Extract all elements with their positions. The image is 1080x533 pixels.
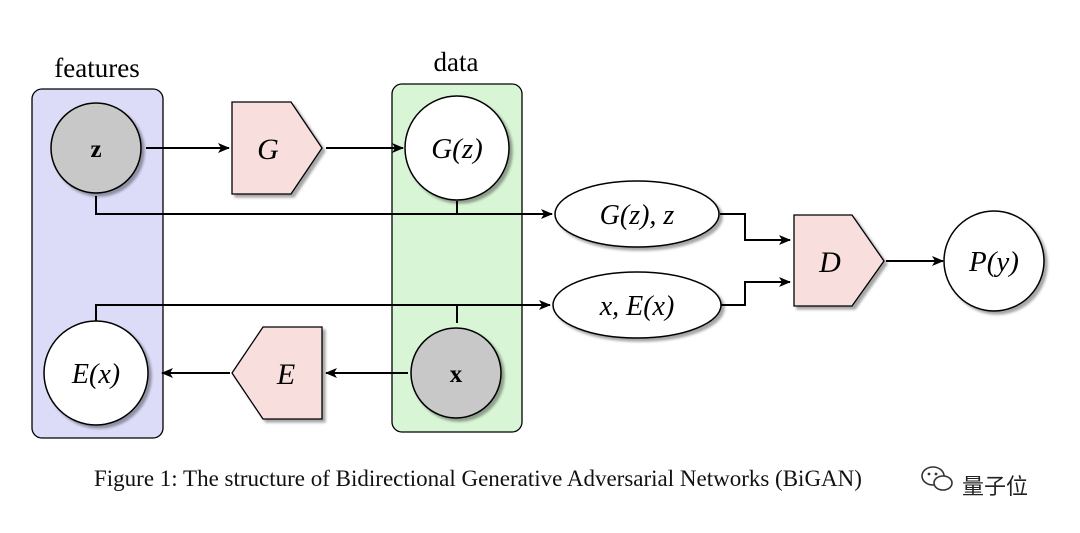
node-Gz-z-pair-label: G(z), z [600, 200, 675, 231]
node-x-label: x [450, 361, 463, 388]
node-x-Ex-pair-label: x, E(x) [599, 291, 675, 322]
edge-x-Ex-pair-to-D [721, 277, 791, 306]
node-Gz: G(z) [404, 95, 510, 201]
block-G-label: G [257, 133, 279, 166]
block-G: G [231, 101, 323, 195]
edges [95, 143, 944, 378]
edge-z-to-Gz-z-pair [95, 196, 553, 219]
block-E-label: E [276, 358, 295, 391]
node-Gz-z-pair: G(z), z [554, 180, 720, 248]
block-D: D [793, 214, 885, 307]
watermark: 量子位 [921, 466, 1028, 500]
node-z-label: z [90, 136, 101, 163]
node-Py-label: P(y) [968, 246, 1019, 278]
wechat-icon [921, 466, 953, 491]
figure-caption: Figure 1: The structure of Bidirectional… [94, 466, 862, 491]
node-Py: P(y) [943, 210, 1045, 312]
block-D-label: D [818, 246, 841, 279]
node-Ex: E(x) [43, 320, 149, 426]
block-E: E [231, 326, 323, 420]
node-Gz-label: G(z) [431, 133, 483, 165]
node-x-Ex-pair: x, E(x) [552, 271, 722, 339]
data-label: data [434, 47, 479, 77]
node-Ex-label: E(x) [71, 359, 120, 390]
node-x: x [410, 327, 502, 419]
edge-Gz-z-pair-to-D [720, 213, 791, 245]
node-z: z [50, 102, 142, 194]
watermark-text: 量子位 [962, 475, 1028, 500]
edge-Ex-to-x-Ex-pair [95, 300, 551, 323]
features-label: features [54, 53, 139, 83]
